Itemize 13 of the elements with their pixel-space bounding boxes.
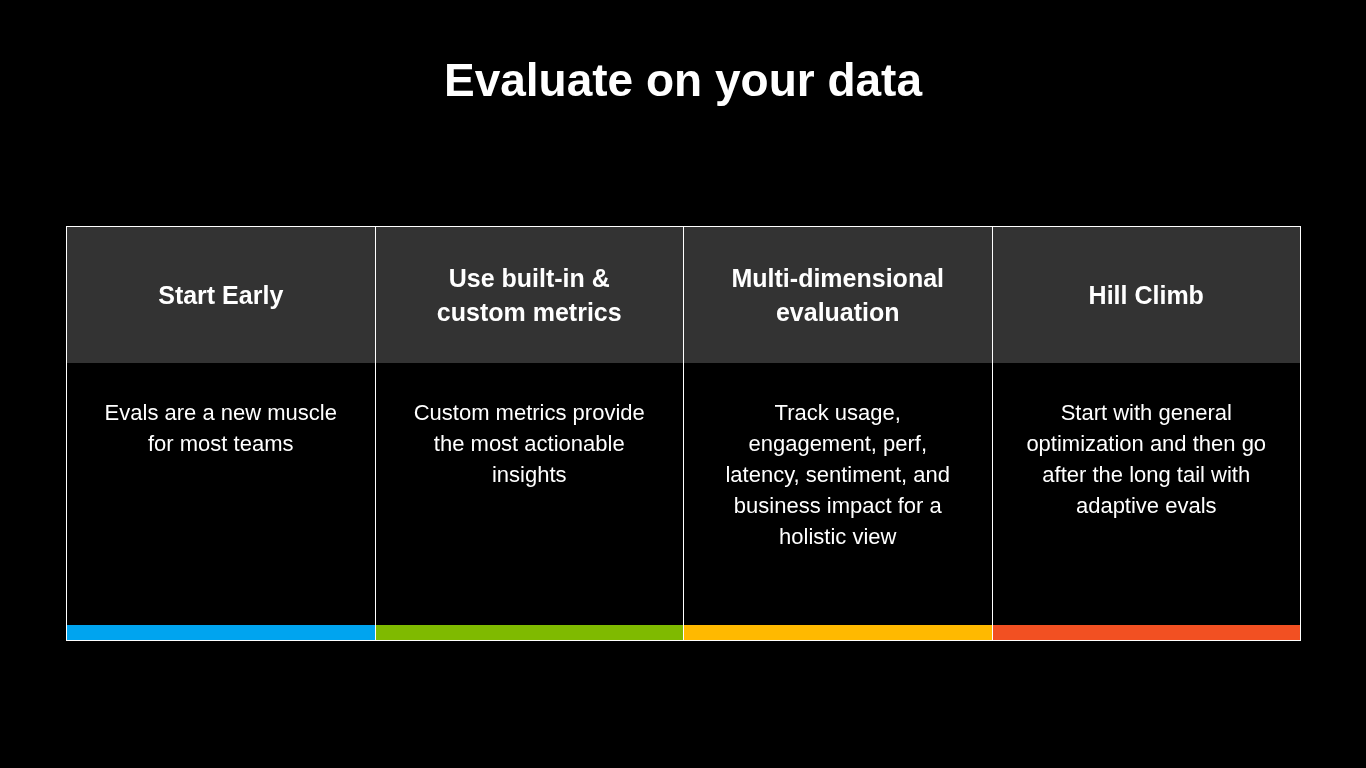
column-card — [374, 227, 683, 640]
column-description: Custom metrics provide the most actionable insights — [412, 399, 646, 489]
column-heading: Start Early — [158, 280, 284, 311]
column-description: Start with general optimization and then go after the long tail with adaptive evals — [1026, 399, 1267, 520]
slide-title: Evaluate on your data — [444, 53, 922, 108]
column-card — [683, 227, 992, 640]
column-heading: Hill Climb — [1088, 280, 1204, 311]
column-description: Evals are a new muscle for most teams — [103, 399, 338, 458]
column-heading: Multi-dimensional evaluation — [730, 263, 945, 328]
column-card — [991, 227, 1300, 640]
column-heading: Use built-in & custom metrics — [435, 263, 623, 328]
column-card — [67, 227, 375, 640]
column-description: Track usage, engagement, perf, latency, sentiment, and business impact for a holistic view — [724, 399, 952, 551]
